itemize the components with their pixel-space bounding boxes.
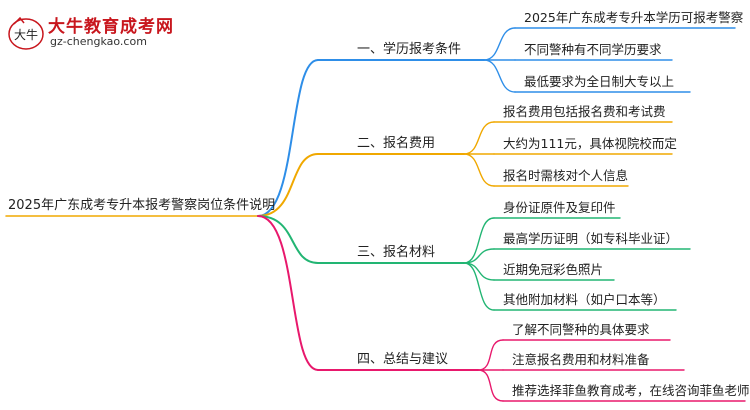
branch-registration-fees: 二、报名费用 — [357, 136, 436, 151]
leaf-connector — [463, 262, 495, 281]
leaf-item: 2025年广东成考专升本学历可报考警察 — [524, 10, 744, 25]
svg-text:大牛: 大牛 — [14, 27, 38, 42]
leaf-connector — [463, 121, 495, 155]
leaf-connector — [463, 248, 495, 264]
branch-connector — [257, 215, 319, 371]
leaf-item: 注意报名费用和材料准备 — [512, 352, 650, 367]
logo-title: 大牛教育成考网 — [48, 17, 174, 37]
leaf-item: 最高学历证明（如专科毕业证） — [503, 231, 679, 246]
leaf-item: 不同警种有不同学历要求 — [524, 42, 662, 57]
branch-registration-materials: 三、报名材料 — [357, 245, 436, 260]
leaf-connector — [483, 59, 516, 93]
leaf-item: 最低要求为全日制大专以上 — [524, 74, 675, 89]
leaf-connector — [463, 217, 495, 264]
leaf-connector — [463, 262, 495, 311]
leaf-item: 报名时需核对个人信息 — [503, 168, 629, 183]
leaf-item: 身份证原件及复印件 — [503, 200, 616, 215]
logo-mark-icon: 大牛 — [8, 16, 44, 50]
branch-connector — [257, 153, 319, 217]
leaf-item: 报名费用包括报名费和考试费 — [503, 104, 666, 119]
branch-education-requirements: 一、学历报考条件 — [357, 42, 462, 57]
leaf-item: 了解不同警种的具体要求 — [512, 322, 650, 337]
leaf-item: 近期免冠彩色照片 — [503, 262, 604, 277]
branch-connector — [257, 215, 319, 264]
leaf-connector — [477, 339, 504, 371]
leaf-item: 大约为111元，具体视院校而定 — [503, 136, 677, 151]
root-topic: 2025年广东成考专升本报考警察岗位条件说明 — [8, 198, 276, 213]
branch-summary-advice: 四、总结与建议 — [357, 352, 449, 367]
leaf-item: 其他附加材料（如户口本等） — [503, 292, 666, 307]
leaf-item: 推荐选择菲鱼教育成考，在线咨询菲鱼老师 — [512, 383, 750, 398]
branch-connector — [257, 59, 319, 217]
logo-url: gz-chengkao.com — [50, 35, 147, 48]
leaf-connector — [477, 369, 504, 402]
leaf-connector — [483, 27, 516, 61]
leaf-connector — [463, 153, 495, 187]
site-logo: 大牛 大牛教育成考网 gz-chengkao.com — [6, 10, 181, 54]
